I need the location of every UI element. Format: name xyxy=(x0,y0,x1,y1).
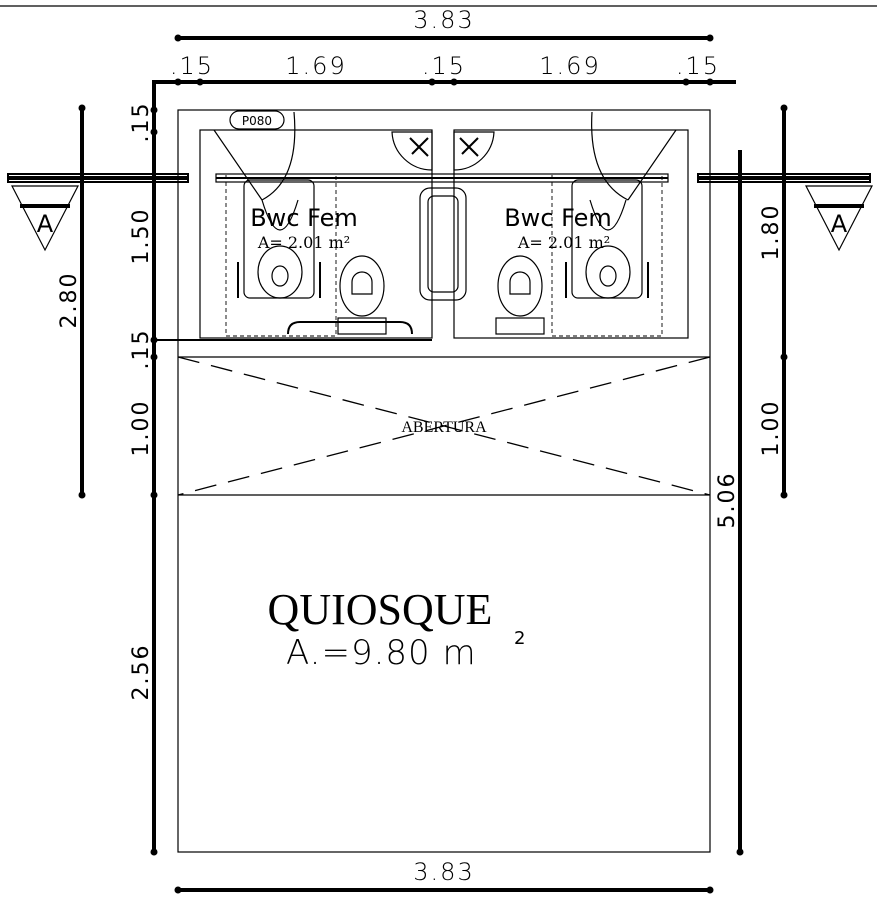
door-tag: P080 xyxy=(242,114,272,128)
section-label-right: A xyxy=(831,210,848,238)
wheelchair-zone-right xyxy=(551,173,663,337)
dim-tick xyxy=(174,886,182,894)
wheelchair-icon-right xyxy=(565,179,649,299)
kiosk-area: A.=9.80 m xyxy=(286,633,477,673)
dim-top-seg-3: .15 xyxy=(422,52,466,80)
opening-diagonal-2 xyxy=(177,356,711,496)
grab-bar-center-inner xyxy=(427,195,459,293)
dim-left-280: 2.80 xyxy=(57,272,82,329)
sink-right-x2 xyxy=(461,137,479,155)
dim-top-total: 3.83 xyxy=(413,6,474,34)
building-outline xyxy=(177,109,711,853)
kiosk-name: QUIOSQUE xyxy=(268,585,493,634)
dim-left-15-mid: .15 xyxy=(129,329,154,370)
door-tag-box xyxy=(229,110,285,130)
dim-right-506: 5.06 xyxy=(715,472,740,529)
dim-tick xyxy=(150,106,158,114)
kiosk-area-superscript: 2 xyxy=(514,628,525,649)
dim-tick xyxy=(736,848,744,856)
wc-right-name: Bwc Fem xyxy=(504,204,612,232)
toilet-icon-left xyxy=(287,255,413,335)
door-swing-left xyxy=(213,111,296,201)
opening-label: ABERTURA xyxy=(401,419,487,436)
dim-top-seg-4: 1.69 xyxy=(539,52,600,80)
wheelchair-zone-left xyxy=(225,173,337,337)
dim-right-100: 1.00 xyxy=(759,400,784,457)
wc-left-area: A= 2.01 m² xyxy=(257,233,350,252)
wheelchair-icon-left xyxy=(237,179,321,299)
dim-top-seg-5: .15 xyxy=(676,52,720,80)
wc-left-room xyxy=(199,129,433,339)
wc-right-area: A= 2.01 m² xyxy=(517,233,610,252)
sink-left-x2 xyxy=(411,137,429,155)
dim-tick xyxy=(150,848,158,856)
sink-left xyxy=(391,131,433,171)
sink-right xyxy=(453,131,495,171)
wc-left-name: Bwc Fem xyxy=(250,204,358,232)
dim-tick xyxy=(780,491,788,499)
dim-tick xyxy=(428,78,436,86)
dim-left-256: 2.56 xyxy=(129,644,154,701)
wc-right-room xyxy=(453,129,689,339)
section-marker-right xyxy=(805,185,873,252)
grab-bar-center xyxy=(419,187,467,301)
section-label-left: A xyxy=(37,210,54,238)
dim-tick xyxy=(78,104,86,112)
dim-left-15-top: .15 xyxy=(129,102,154,143)
dim-left-100: 1.00 xyxy=(129,400,154,457)
dim-tick xyxy=(682,78,690,86)
dim-tick xyxy=(78,491,86,499)
dim-tick xyxy=(196,78,204,86)
dim-tick xyxy=(706,34,714,42)
dim-tick xyxy=(450,78,458,86)
dim-right-180: 1.80 xyxy=(759,204,784,261)
dim-tick xyxy=(780,353,788,361)
dim-bottom-total: 3.83 xyxy=(413,858,474,886)
dim-tick xyxy=(174,34,182,42)
door-swing-right xyxy=(591,111,677,201)
dim-tick xyxy=(174,78,182,86)
dim-top-seg-1: .15 xyxy=(170,52,214,80)
dim-tick xyxy=(150,353,158,361)
dim-left-150: 1.50 xyxy=(129,208,154,265)
dim-tick xyxy=(150,128,158,136)
toilet-icon-right xyxy=(495,255,545,335)
dim-tick xyxy=(706,886,714,894)
dim-tick xyxy=(150,491,158,499)
dim-top-seg-2: 1.69 xyxy=(285,52,346,80)
dim-tick xyxy=(706,78,714,86)
dim-tick xyxy=(780,104,788,112)
section-marker-left xyxy=(11,185,79,252)
